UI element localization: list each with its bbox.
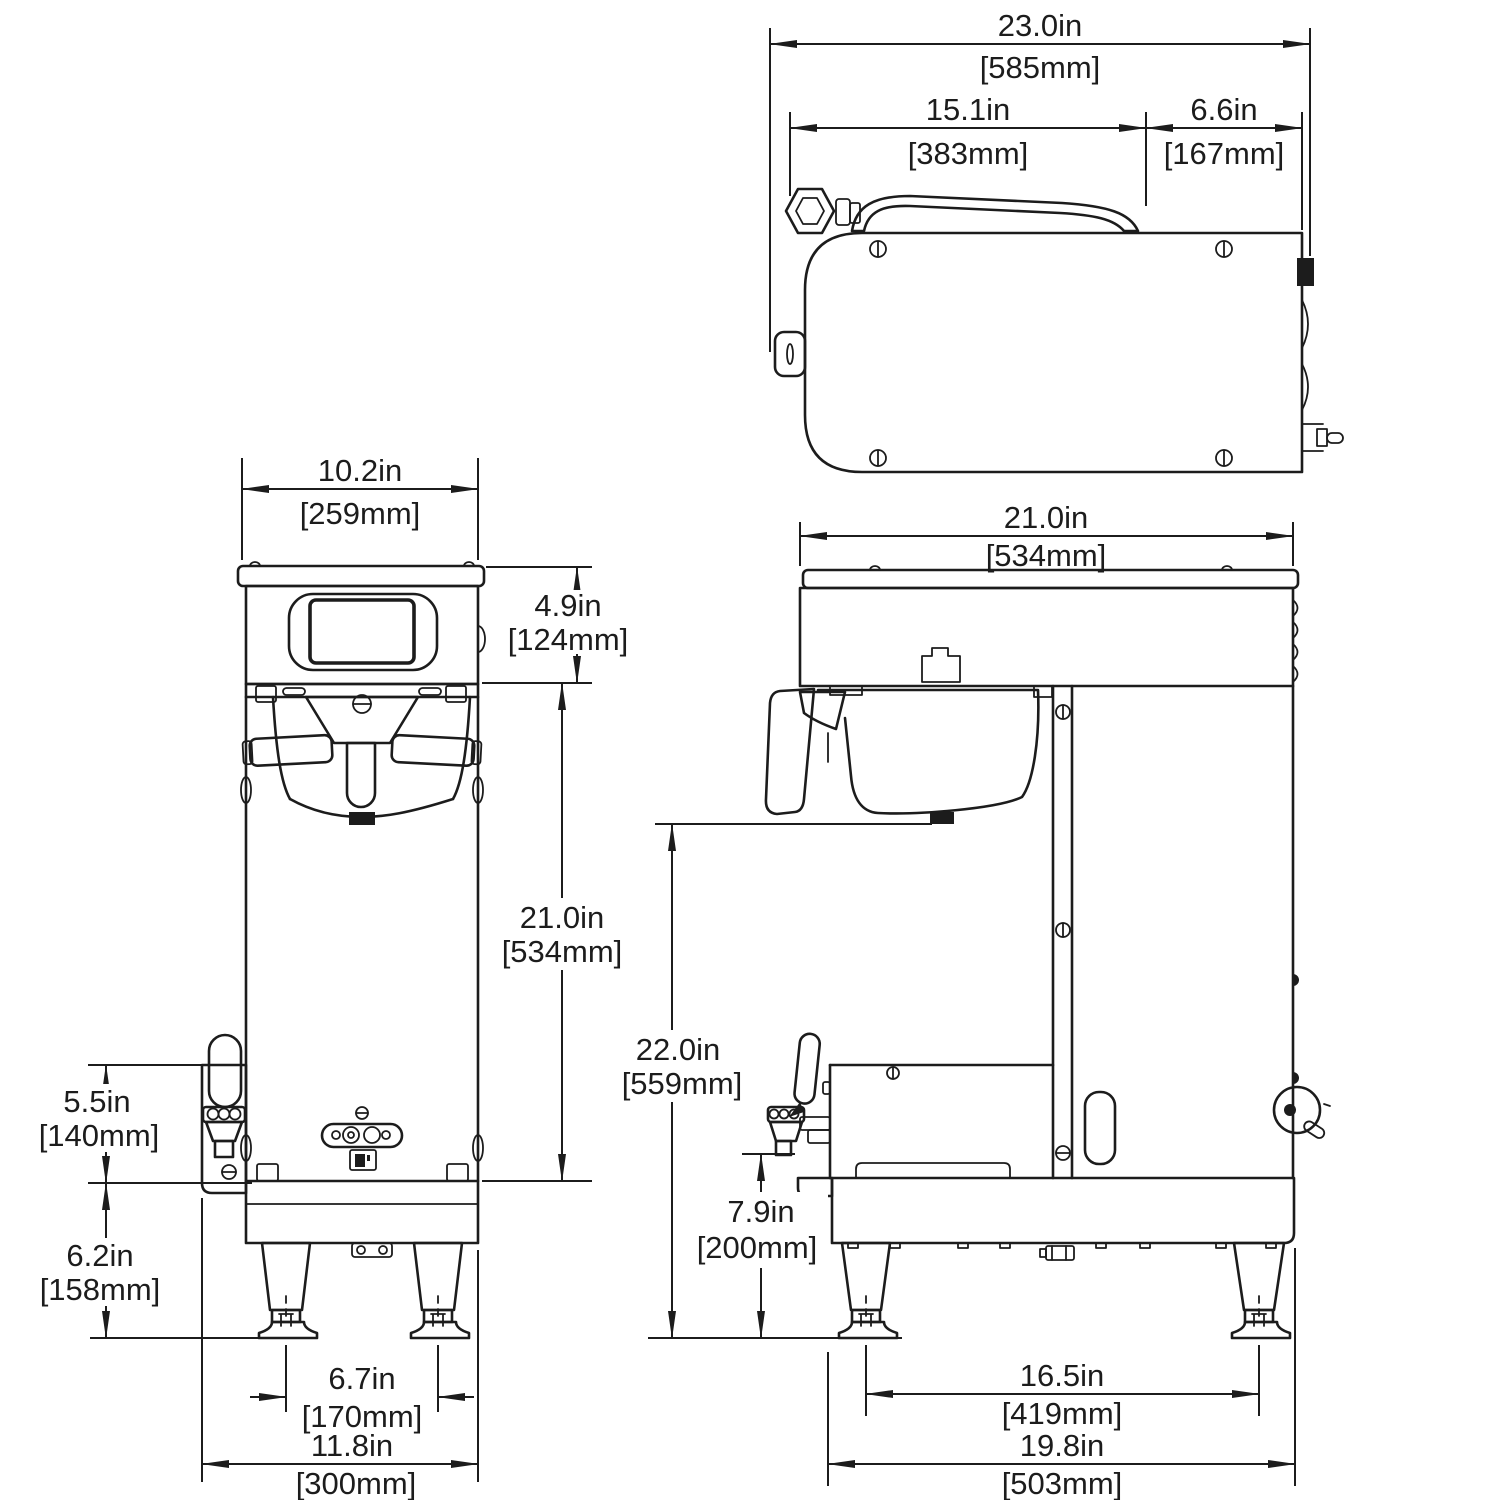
front-view [90,561,486,1340]
screw-icons [869,240,1233,467]
head-face-icon [921,647,961,683]
power-switch [1297,258,1314,286]
dim-front-body-height: 21.0in [534mm] [482,682,626,1182]
display-bezel [287,592,439,672]
dim-label: [158mm] [40,1272,161,1307]
dim-front-head-height: 4.9in [124mm] [482,566,632,684]
dim-side-overall-depth: 19.8in [503mm] [827,1248,1296,1500]
dim-label: [383mm] [908,136,1029,171]
dim-front-faucet-height: 5.5in [140mm] [28,1064,252,1184]
dim-label: [534mm] [502,934,623,969]
dim-label: [140mm] [39,1118,160,1153]
dim-label: [503mm] [1002,1466,1123,1500]
dim-label: [124mm] [508,622,629,657]
dim-label: 7.9in [727,1194,794,1229]
front-top-cap [236,564,486,588]
dim-label: [167mm] [1164,136,1285,171]
column-handle-inset [1083,1090,1117,1166]
drain-fitting [1039,1245,1075,1261]
top-view [773,187,1344,474]
funnel-handle-left [248,733,334,768]
dim-label: 21.0in [520,900,604,935]
dim-side-faucet-clearance: 7.9in [200mm] [694,1153,828,1339]
hot-water-faucet-front [201,1033,247,1180]
dimensions: 23.0in [585mm] 15.1in [383mm] 6.6in [167… [28,8,1311,1500]
side-tab [773,330,807,378]
side-view [648,565,1331,1340]
dim-label: 21.0in [1004,500,1088,535]
dim-label: [170mm] [302,1399,423,1434]
dim-top-body-depth: 15.1in [383mm] [789,92,1147,206]
rocker-switch-icon [349,1149,377,1171]
base-control-panel [320,1106,404,1149]
side-base [796,1162,1296,1261]
dim-label: [585mm] [980,50,1101,85]
rear-column [1051,684,1299,1180]
dim-label: [300mm] [296,1466,417,1500]
brew-funnel-side [764,687,1040,824]
head-side-button [477,625,486,653]
dim-front-base-height: 6.2in [158mm] [28,1182,176,1339]
dim-label: 16.5in [1020,1358,1104,1393]
power-cord-plug [1301,423,1344,452]
funnel-drip-tip [349,812,375,825]
dim-front-top-width: 10.2in [259mm] [241,453,479,560]
hot-water-faucet-side [766,1032,831,1157]
top-body-outline [803,231,1304,474]
side-head [798,586,1295,688]
rear-edge-bumps [1301,299,1309,411]
side-legs [837,1241,1292,1340]
dim-label: 23.0in [998,8,1082,43]
inlet-fitting [784,187,861,235]
funnel-handle-right [390,733,476,768]
dim-label: 11.8in [311,1428,393,1463]
dim-label: [534mm] [986,538,1107,573]
lid-handle [850,194,1140,233]
dim-label: [259mm] [300,496,421,531]
dim-label: 6.2in [66,1238,133,1273]
dim-side-top-width: 21.0in [534mm] [799,500,1294,573]
dim-side-feet-spacing: 16.5in [419mm] [865,1345,1260,1431]
funnel-drip-tip-side [930,812,954,824]
dim-label: 4.9in [534,588,601,623]
dim-label: 22.0in [636,1032,720,1067]
dim-label: [559mm] [622,1066,743,1101]
dim-top-rear-clearance: 6.6in [167mm] [1145,92,1303,230]
dim-front-overall-width: 11.8in [300mm] [201,1198,479,1500]
dim-label: 10.2in [318,453,402,488]
body-side-pins [240,776,484,1162]
dim-label: [200mm] [697,1230,818,1265]
dim-label: [419mm] [1002,1396,1123,1431]
front-legs [257,1241,471,1340]
dim-label: 6.7in [328,1361,395,1396]
brew-funnel-front [241,694,483,825]
faucet-handle [207,1033,243,1109]
server-tank [822,1063,1055,1180]
dim-top-overall-depth: 23.0in [585mm] [769,8,1311,352]
front-base [244,1179,480,1245]
dim-side-dispense-height: 22.0in [559mm] [608,823,932,1339]
dim-front-feet-spacing: 6.7in [170mm] [250,1345,474,1434]
rear-vent-bumps [1292,599,1299,683]
rear-inlet-knob [1272,1085,1331,1139]
dim-label: 6.6in [1190,92,1257,127]
dim-label: 5.5in [63,1084,130,1119]
touchscreen-display [308,598,416,665]
dim-label: 15.1in [926,92,1010,127]
base-bottom-bracket [351,1242,393,1258]
faucet-spout [213,1139,235,1159]
dim-label: 19.8in [1020,1428,1104,1463]
